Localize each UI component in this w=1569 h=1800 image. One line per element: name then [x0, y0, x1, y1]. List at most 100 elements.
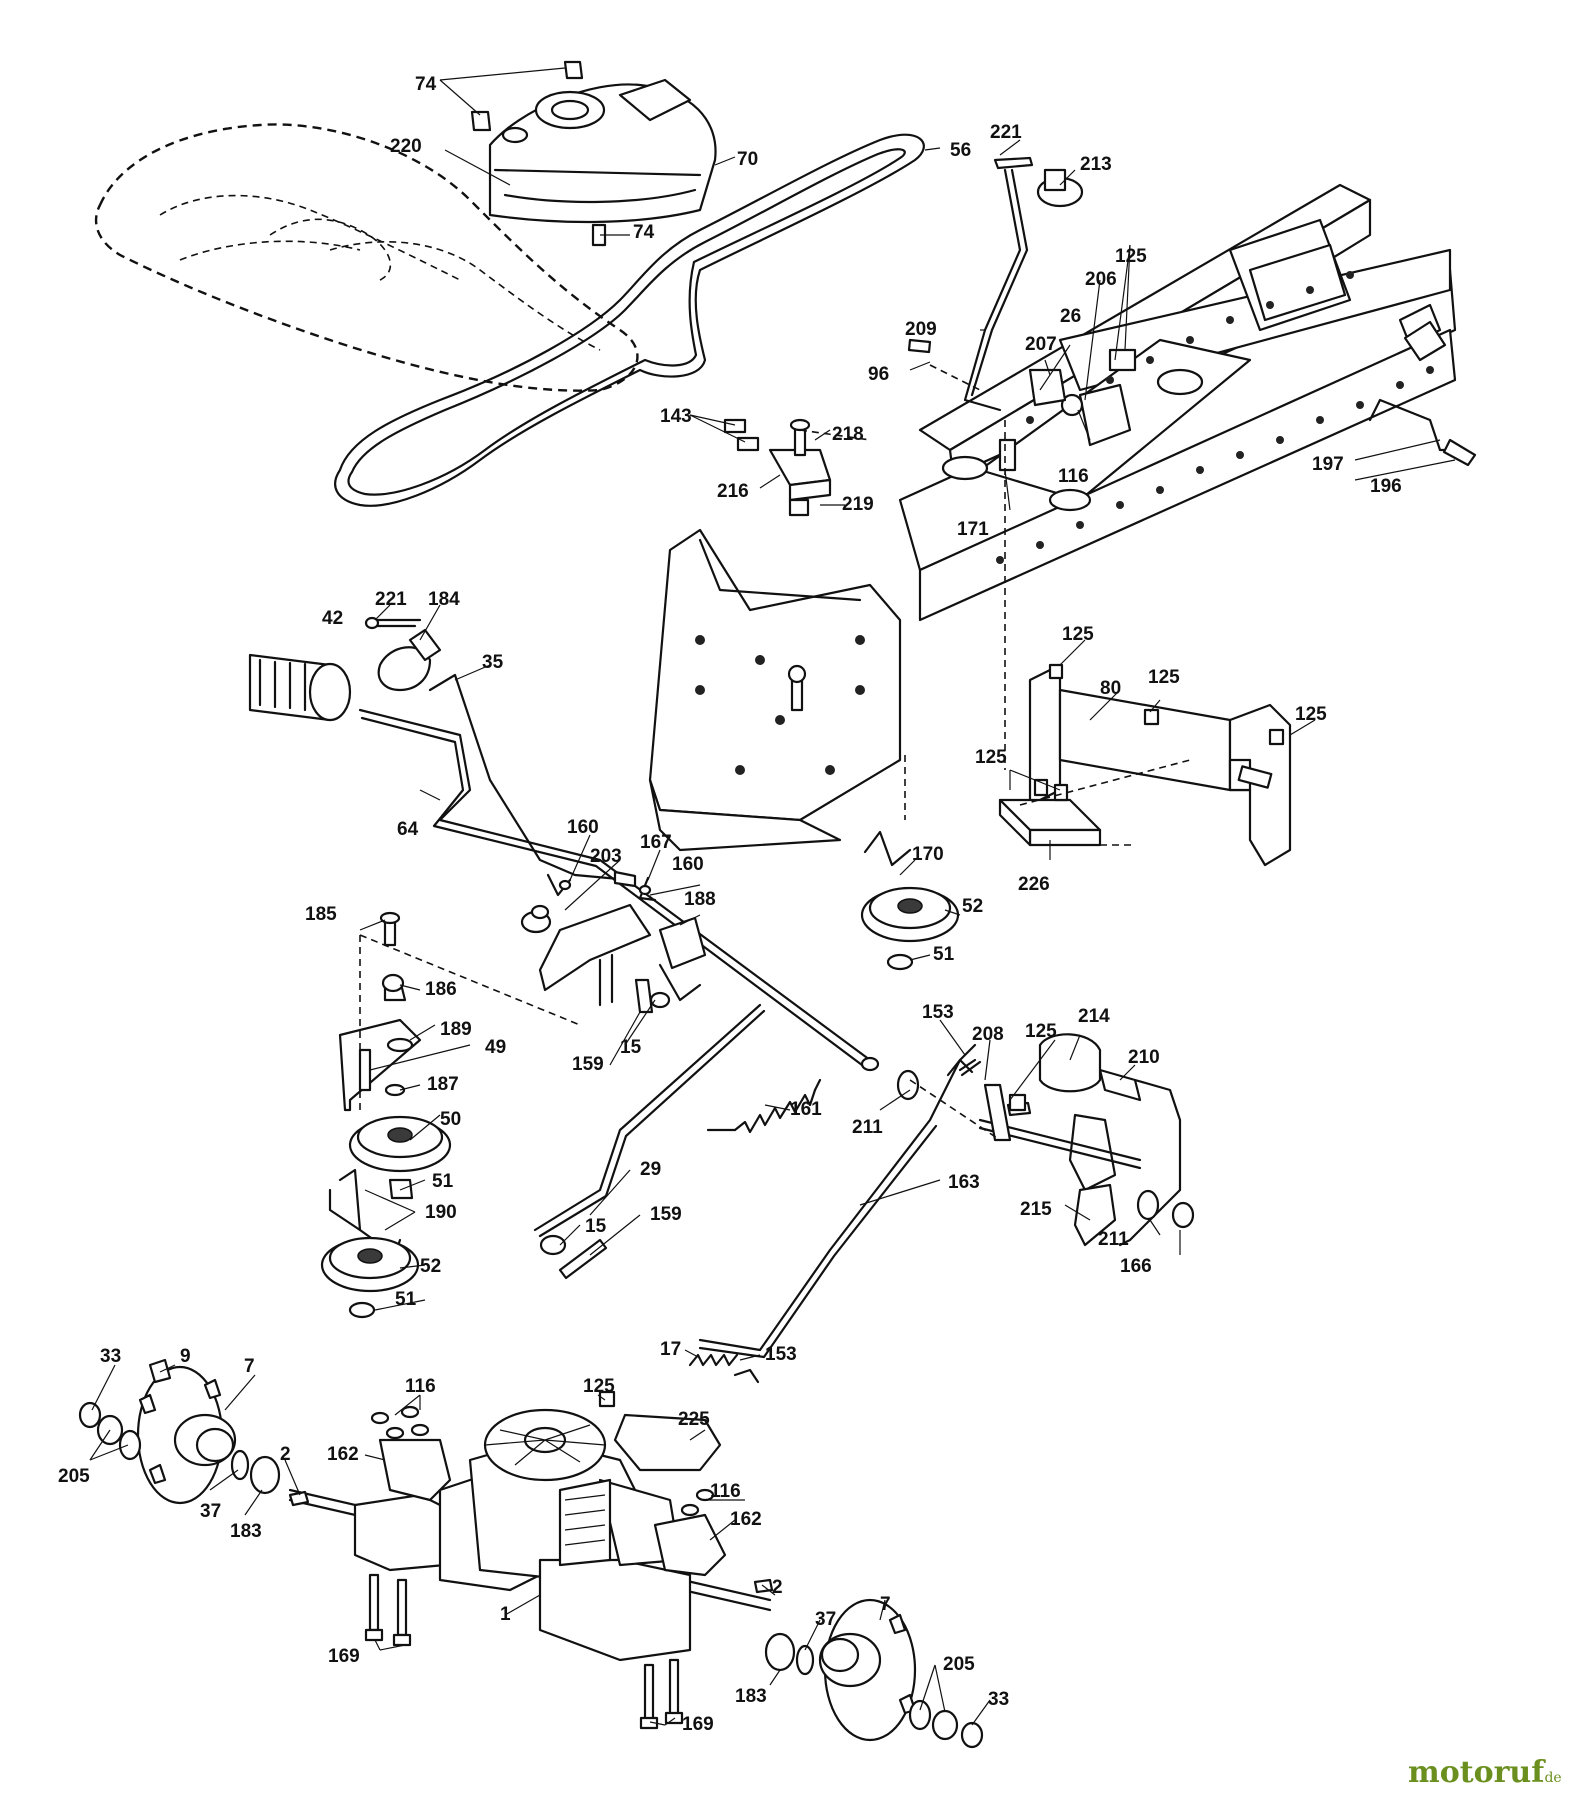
- callout-9: 9: [180, 1346, 191, 1367]
- front-support-plate: [648, 528, 902, 852]
- callout-50: 50: [440, 1109, 461, 1130]
- callout-211: 211: [1098, 1229, 1129, 1250]
- callout-15: 15: [585, 1216, 607, 1237]
- callout-26: 26: [1060, 306, 1081, 327]
- hub-7-right: [818, 1598, 917, 1742]
- rod-35: [428, 673, 637, 888]
- callout-197: 197: [1312, 454, 1344, 475]
- callout-96: 96: [868, 364, 889, 385]
- rod-29: [533, 1003, 766, 1238]
- bracket-162-left: [370, 1405, 452, 1502]
- pedal-assembly: [946, 1033, 1182, 1247]
- callout-205: 205: [58, 1466, 90, 1487]
- callout-190: 190: [425, 1202, 457, 1223]
- pivot-plate-206: [1028, 348, 1137, 447]
- cotter-221-mid: [364, 616, 422, 630]
- seat-phantom-outline: [94, 123, 639, 392]
- callout-125: 125: [1295, 704, 1327, 725]
- callout-206: 206: [1085, 269, 1117, 290]
- callout-49: 49: [485, 1037, 506, 1058]
- callout-162: 162: [327, 1444, 359, 1465]
- spring-17: [688, 1353, 739, 1367]
- callout-207: 207: [1025, 334, 1057, 355]
- callout-116: 116: [405, 1376, 436, 1397]
- callout-52: 52: [420, 1256, 441, 1277]
- callout-183: 183: [230, 1521, 262, 1542]
- callout-153: 153: [765, 1344, 797, 1365]
- callout-37: 37: [200, 1501, 221, 1522]
- callout-125: 125: [975, 747, 1007, 768]
- callout-160: 160: [567, 817, 599, 838]
- callout-70: 70: [737, 149, 758, 170]
- callout-184: 184: [428, 589, 460, 610]
- callout-153: 153: [922, 1002, 954, 1023]
- callout-42: 42: [322, 608, 343, 629]
- dash-cover-70: [488, 78, 717, 224]
- callout-213: 213: [1080, 154, 1112, 175]
- callout-221: 221: [375, 589, 407, 610]
- callout-74: 74: [633, 222, 655, 243]
- bracket-162-right: [653, 1488, 727, 1577]
- callout-74: 74: [415, 74, 437, 95]
- callout-170: 170: [912, 844, 944, 865]
- callout-169: 169: [328, 1646, 360, 1667]
- bracket-216: [723, 418, 1017, 517]
- callout-labels: 74 220 70 56 74 221 213 125 206 26 209 2…: [58, 74, 1402, 1735]
- callout-220: 220: [390, 136, 422, 157]
- callout-221: 221: [990, 122, 1022, 143]
- callout-225: 225: [678, 1409, 710, 1430]
- callout-189: 189: [440, 1019, 472, 1040]
- callout-15: 15: [620, 1037, 642, 1058]
- callout-17: 17: [660, 1339, 681, 1360]
- callout-116: 116: [1058, 466, 1089, 487]
- callout-125: 125: [1148, 667, 1180, 688]
- callout-51: 51: [395, 1289, 417, 1310]
- callout-215: 215: [1020, 1199, 1052, 1220]
- callout-211: 211: [852, 1117, 883, 1138]
- callout-52: 52: [962, 896, 983, 917]
- callout-29: 29: [640, 1159, 661, 1180]
- pulley-50: [348, 1083, 452, 1200]
- grip-42: [248, 653, 352, 722]
- callout-203: 203: [590, 846, 622, 867]
- callout-159: 159: [650, 1204, 682, 1225]
- pulley-52-left: [320, 1236, 420, 1319]
- callout-162: 162: [730, 1509, 762, 1530]
- washer-15: [539, 1234, 608, 1280]
- rod-197: [1368, 320, 1477, 467]
- callout-125: 125: [583, 1376, 615, 1397]
- spring-161: [706, 1078, 822, 1134]
- knob-184: [377, 628, 442, 692]
- callout-219: 219: [842, 494, 874, 515]
- callout-166: 166: [1120, 1256, 1152, 1277]
- bracket-188: [520, 873, 707, 1014]
- callout-51: 51: [933, 944, 955, 965]
- callout-33: 33: [100, 1346, 121, 1367]
- transaxle-1: [288, 1408, 772, 1662]
- watermark-suffix: .de: [1540, 1770, 1562, 1786]
- callout-2: 2: [280, 1444, 291, 1465]
- callout-7: 7: [880, 1594, 891, 1615]
- callout-196: 196: [1370, 476, 1402, 497]
- callout-116: 116: [710, 1481, 741, 1502]
- callout-2: 2: [772, 1577, 783, 1598]
- bracket-226: [998, 798, 1102, 847]
- watermark-brand: motoruf: [1408, 1755, 1546, 1790]
- callout-167: 167: [640, 832, 672, 853]
- callout-56: 56: [950, 140, 971, 161]
- callout-159: 159: [572, 1054, 604, 1075]
- hub-7-left: [136, 1365, 237, 1505]
- callout-208: 208: [972, 1024, 1004, 1045]
- callout-35: 35: [482, 652, 504, 673]
- callout-214: 214: [1078, 1006, 1110, 1027]
- bracket-189: [338, 911, 422, 1112]
- callout-185: 185: [305, 904, 337, 925]
- drive-belt-56: [334, 133, 925, 507]
- callout-169: 169: [682, 1714, 714, 1735]
- callout-37: 37: [815, 1609, 836, 1630]
- bolts-169: [364, 1573, 684, 1730]
- callout-171: 171: [957, 519, 989, 540]
- callout-125: 125: [1025, 1021, 1057, 1042]
